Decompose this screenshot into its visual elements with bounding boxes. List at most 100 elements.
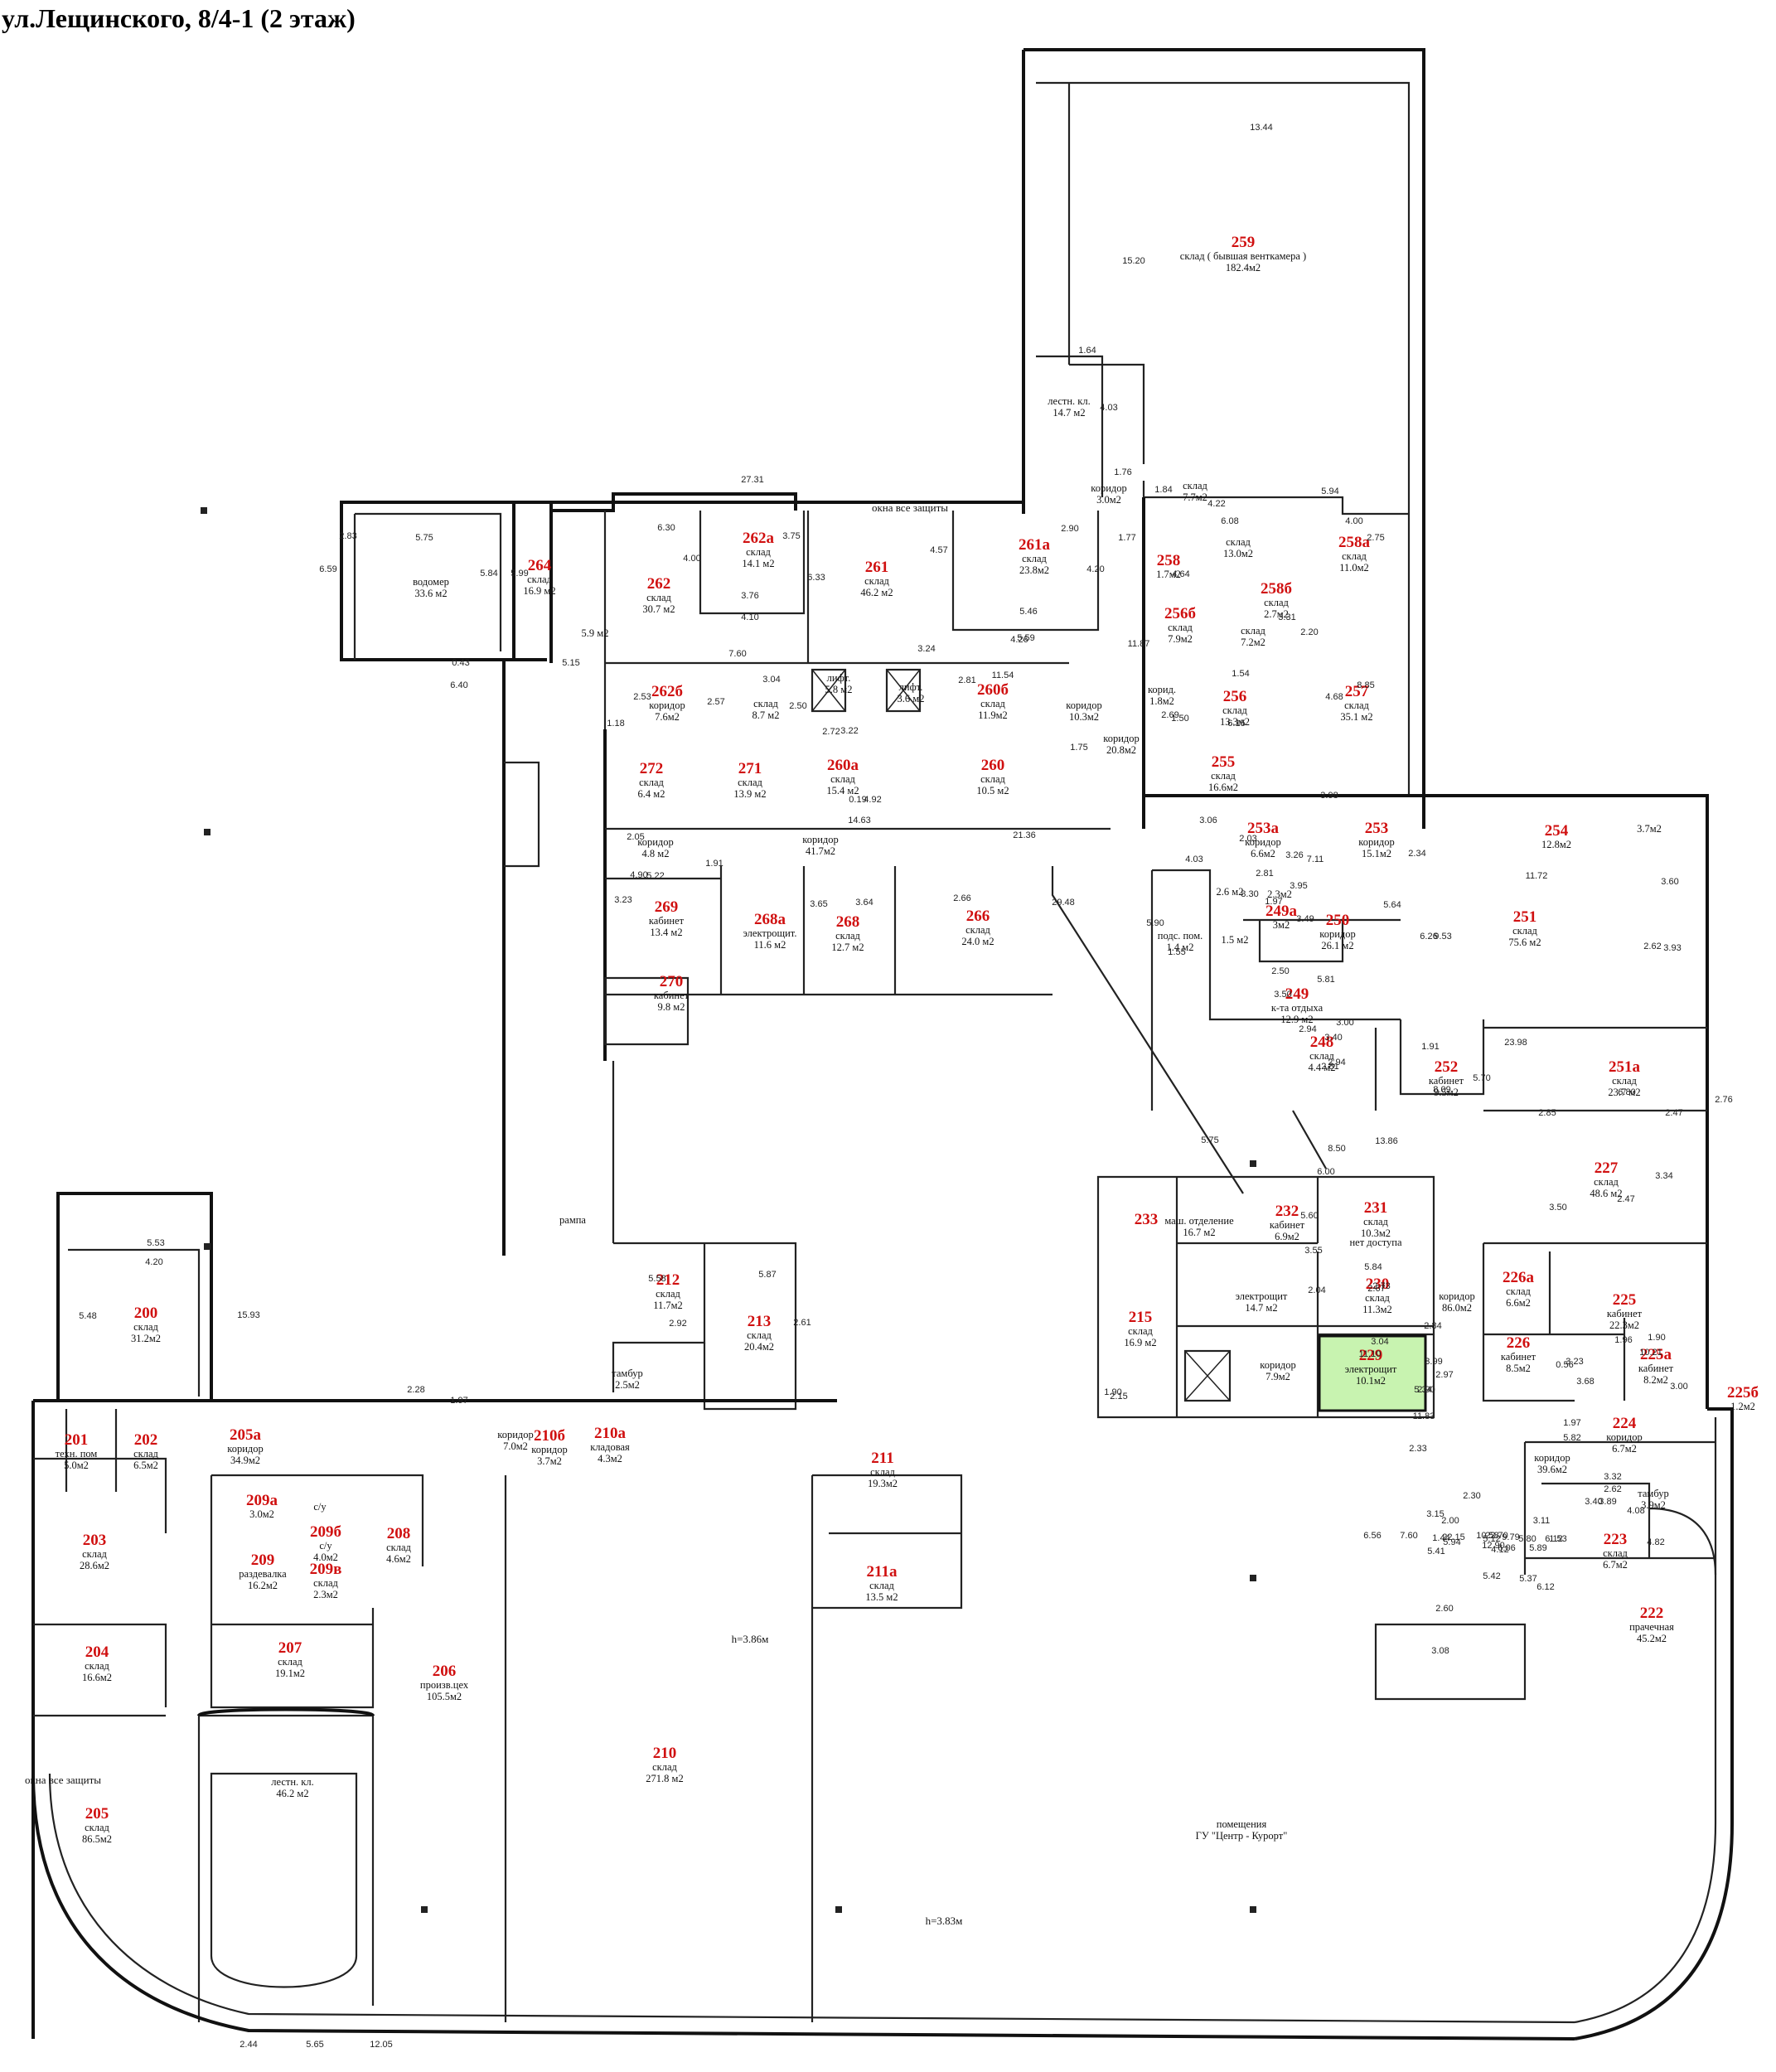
room-type: склад	[1363, 1216, 1388, 1227]
room-type: электрощит.	[743, 927, 797, 939]
room-type: кладовая	[590, 1441, 630, 1453]
room-number: 258а	[1338, 534, 1371, 551]
room-area: 13.3м2	[1220, 716, 1250, 728]
dimension-label: 5.46	[1019, 607, 1037, 617]
room-number: 211а	[867, 1563, 898, 1581]
room-number: 213	[748, 1313, 772, 1330]
room-number: 266	[966, 908, 990, 925]
room-type: коридор	[1606, 1431, 1643, 1443]
dimension-label: 6.15	[1227, 719, 1245, 729]
room-number: 210б	[534, 1427, 565, 1445]
room-number: 250	[1326, 912, 1350, 929]
room-type: электрощит	[1345, 1363, 1397, 1375]
room-unnumbered-25: лифт.3.6 м2	[898, 681, 925, 704]
room-type: коридор	[802, 834, 839, 845]
room-type: коридор	[637, 836, 674, 848]
room-area: 8.2м2	[1643, 1374, 1668, 1386]
dimension-label: 5.87	[758, 1270, 776, 1280]
dimension-label: 1.64	[1078, 346, 1096, 356]
room-area: 1.5 м2	[1222, 934, 1249, 946]
dimension-label: 6.33	[807, 573, 825, 583]
columns	[201, 507, 1256, 1913]
room-type: коридор	[531, 1444, 568, 1455]
room-type: водомер	[413, 576, 449, 588]
room-number: 262	[647, 575, 671, 593]
room-type: помещения	[1217, 1818, 1267, 1830]
dimension-label: 7.60	[1400, 1531, 1417, 1541]
dimension-label: 3.15	[1426, 1509, 1444, 1519]
dimension-label: 6.56	[1363, 1531, 1381, 1541]
dimension-label: 12.90	[1482, 1541, 1505, 1551]
room-type: склад	[85, 1660, 109, 1672]
room-type: лестн. кл.	[271, 1776, 313, 1788]
room-area: 1.8м2	[1149, 695, 1174, 707]
room-area: 7.7м2	[1183, 491, 1207, 503]
room-type: склад	[747, 1329, 772, 1341]
plan-title: ул.Лещинского, 8/4-1 (2 этаж)	[2, 3, 356, 33]
room-number: 269	[655, 898, 679, 916]
room-area: 4.4 м2	[1309, 1062, 1336, 1073]
room-type: склад	[1365, 1292, 1390, 1304]
room-area: 28.6м2	[80, 1560, 109, 1571]
room-number: 225	[1613, 1291, 1637, 1309]
room-type: склад	[1128, 1325, 1153, 1337]
room-area: 23.8м2	[1019, 564, 1049, 576]
dimension-label: 0.19	[849, 795, 866, 805]
room-area: 13.0м2	[1223, 548, 1253, 559]
dimension-label: 3.68	[1576, 1377, 1594, 1387]
room-number: 253а	[1247, 820, 1280, 837]
room-area: 11.9м2	[978, 709, 1008, 721]
dimension-label: 3.98	[1320, 791, 1338, 801]
room-number: 251а	[1609, 1058, 1641, 1076]
room-number: 262б	[651, 683, 683, 700]
dimension-label: 5.65	[306, 2040, 323, 2050]
dimension-label: 5.84	[480, 569, 497, 579]
dimension-label: 2.84	[1424, 1321, 1441, 1331]
dimension-label: 2.20	[1300, 627, 1318, 637]
dimension-label: 1.96	[1614, 1335, 1632, 1345]
dimension-label: 3.40	[1585, 1497, 1602, 1507]
room-area: 45.2м2	[1637, 1633, 1667, 1644]
room-area: 3м2	[1273, 919, 1290, 931]
room-area: 7.9м2	[1168, 633, 1193, 645]
dimension-label: 5.81	[1317, 975, 1334, 985]
dimension-label: 4.68	[1325, 692, 1343, 702]
room-area: 39.6м2	[1537, 1464, 1567, 1475]
room-number: 257	[1345, 683, 1369, 700]
room-type: коридор	[1091, 482, 1127, 494]
room-number: 251	[1513, 908, 1537, 926]
room-area: 6.7м2	[1612, 1443, 1637, 1455]
room-type: склад	[1512, 925, 1537, 937]
room-area: 182.4м2	[1226, 262, 1261, 274]
dimension-label: 6.12	[1545, 1534, 1562, 1544]
dimension-label: 2.34	[1408, 849, 1425, 859]
room-area: 3.7м2	[537, 1455, 562, 1467]
dimension-label: 2.61	[793, 1318, 811, 1328]
dimension-label: 3.06	[1199, 816, 1217, 825]
room-area: 26.1 м2	[1321, 940, 1353, 951]
room-area: 30.7 м2	[642, 603, 675, 615]
dimension-label: 6.26	[1420, 932, 1437, 942]
dimension-label: 22.70	[1485, 1531, 1508, 1541]
room-area: 14.1 м2	[742, 558, 774, 569]
room-area: 2.3м2	[313, 1589, 338, 1600]
room-number: 248	[1310, 1034, 1334, 1051]
room-area: 9.8 м2	[658, 1001, 685, 1013]
room-area: 16.9 м2	[523, 585, 555, 597]
